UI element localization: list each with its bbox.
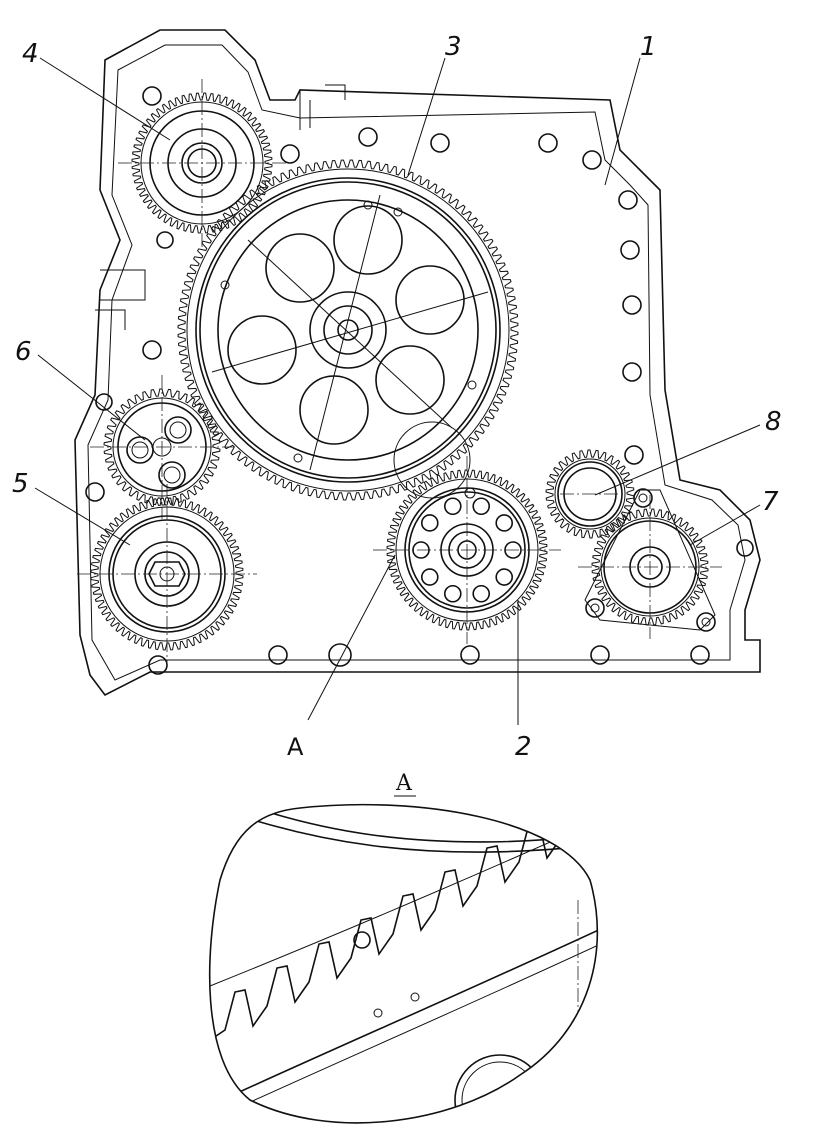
gear-3-lightening-hole (395, 265, 465, 335)
detail-mark-2 (410, 992, 420, 1002)
gear-2-pin-hole (464, 487, 476, 499)
gear-3-large-root (186, 168, 510, 492)
gear-3-bore (337, 319, 359, 341)
gear-6-bolt-inner (131, 441, 149, 459)
detail-view-title: A (395, 771, 413, 796)
gear-2-bolt-hole (412, 541, 430, 559)
callout-5: 5 (12, 469, 29, 499)
gear-2-bolt-hole (472, 584, 491, 603)
gear-7-bracket-bolt-inner (638, 493, 648, 503)
gear-6-bolt-inner (169, 421, 187, 439)
gear-2-bolt-hole (420, 514, 439, 532)
gear-6 (90, 375, 234, 519)
gear-3-lightening-hole (299, 375, 369, 445)
gear-3-lightening-hole (375, 345, 445, 415)
detail-mark-1 (373, 1008, 383, 1018)
detail-pitch-line (209, 819, 598, 991)
gear-6-bolt (164, 416, 192, 444)
gear-3-large-teeth (177, 159, 519, 501)
gear-3-mark-hole (467, 380, 477, 390)
callout-1: 1 (640, 32, 657, 62)
callout-7: 7 (762, 487, 779, 517)
callout-3: 3 (445, 32, 462, 62)
gear-5-bore (159, 566, 175, 582)
gear-7 (578, 488, 722, 639)
gear-2-bolt-hole (495, 514, 514, 532)
gear-2-bolt-hole (495, 568, 514, 586)
gear-2-bolt-hole (504, 541, 522, 559)
gear-7-bracket-bolt-inner (701, 617, 711, 627)
gear-2-bolt-hole (443, 584, 462, 603)
gear-2-bolt-hole (420, 568, 439, 586)
gear-5 (77, 484, 257, 664)
callout-labels: 1 2 3 4 5 6 7 8 A (12, 32, 782, 762)
gear-6-bolt-inner (163, 466, 181, 484)
gear-3-hub (309, 291, 387, 369)
gear-5-hex-nut (148, 561, 186, 587)
gear-7-teeth (591, 508, 709, 626)
gear-7-bracket-bolt-inner (590, 603, 600, 613)
gear-3-lightening-hole (265, 233, 335, 303)
gear-6-bolt (158, 461, 186, 489)
callout-2: 2 (515, 732, 532, 762)
gear-4 (118, 79, 286, 247)
gear-2-bolt-hole (443, 497, 462, 516)
gear-7-bracket-bolt (585, 598, 605, 618)
gear-6-bolt (126, 436, 154, 464)
gear-8-teeth (545, 449, 635, 539)
detail-gear-rim-2 (209, 934, 598, 1123)
gear-3-mark-hole (363, 200, 373, 210)
gear-3-centerline-c (247, 239, 453, 429)
gears-layer (77, 79, 722, 664)
housing-bolt-holes (85, 86, 754, 675)
detail-marker-a: A (287, 733, 304, 761)
gear-4-teeth (131, 92, 273, 234)
gear-3-mark-hole (293, 453, 303, 463)
gear-5-teeth (90, 497, 244, 651)
detail-ring-inner (209, 804, 598, 853)
gear-3-lightening-hole (333, 205, 403, 275)
gear-3-lightening-hole (227, 315, 297, 385)
housing-outline (74, 29, 761, 697)
gear-2 (373, 456, 561, 644)
callout-6: 6 (15, 337, 32, 367)
gear-3-centerline-b (211, 291, 489, 373)
gear-8-ring (557, 461, 623, 527)
gear-3-centerline-a (309, 194, 381, 471)
gear-6-teeth (103, 388, 221, 506)
gear-3-mark-hole (393, 207, 403, 217)
gear-2-teeth (386, 469, 548, 631)
gear-7-bracket-bolt (633, 488, 653, 508)
gear-4-ring (181, 142, 223, 184)
gear-3-large-ring (195, 177, 501, 483)
leader-lines (34, 57, 761, 725)
gear-7-bracket-bolt (696, 612, 716, 632)
detail-gear-rim (209, 919, 598, 1111)
gear-3-large (177, 159, 519, 501)
gear-3-mark-hole (220, 280, 230, 290)
gear-6-bore (152, 437, 172, 457)
detail-pin-hole (353, 931, 371, 949)
gear-3-hub-inner (323, 305, 373, 355)
callout-8: 8 (765, 407, 782, 437)
gear-8-root (554, 458, 626, 530)
gear-3-large-ring (217, 199, 479, 461)
detail-view-a (208, 803, 599, 1124)
gear-8 (545, 449, 635, 539)
callout-4: 4 (22, 39, 39, 69)
gear-2-bolt-hole (472, 497, 491, 516)
gear-3-large-ring (199, 181, 497, 479)
